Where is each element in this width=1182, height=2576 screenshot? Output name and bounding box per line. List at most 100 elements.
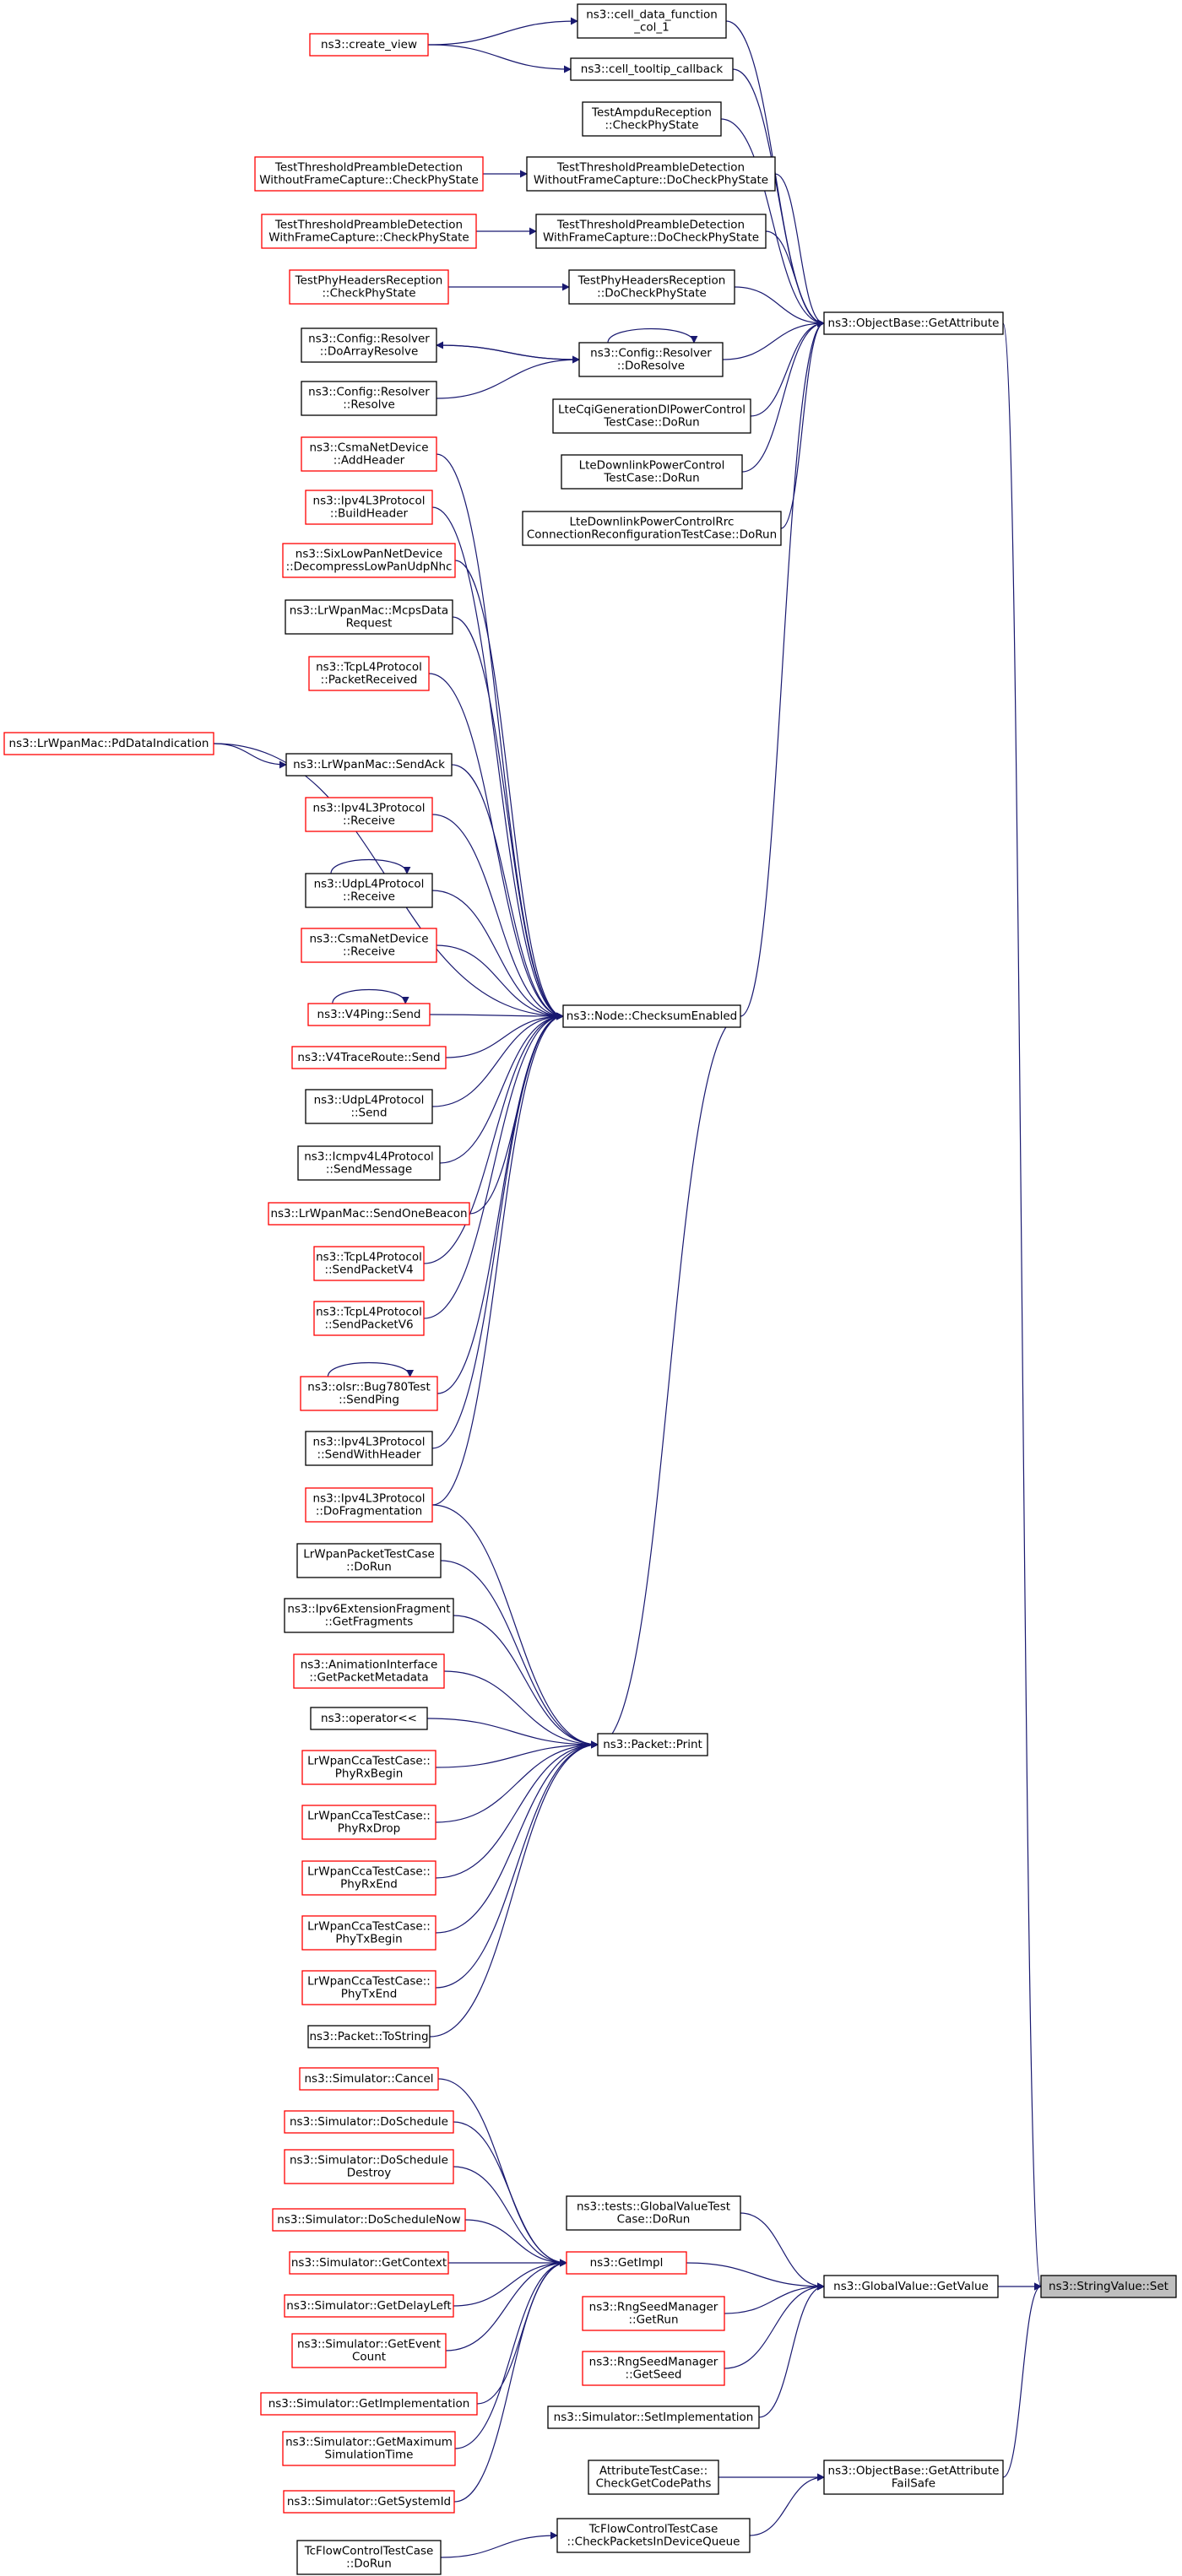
node-rngrun[interactable]: ns3::RngSeedManager::GetRun: [582, 2296, 725, 2331]
node-gvgetvalue[interactable]: ns3::GlobalValue::GetValue: [823, 2275, 999, 2298]
node-anim[interactable]: ns3::AnimationInterface::GetPacketMetada…: [293, 1653, 445, 1689]
edge-simsysid-to-getimpl: [453, 2259, 567, 2503]
node-tpdwo[interactable]: TestThresholdPreambleDetectionWithoutFra…: [254, 156, 484, 192]
edge-simmax-to-getimpl: [454, 2259, 567, 2449]
node-lrwpkt[interactable]: LrWpanPacketTestCase::DoRun: [296, 1543, 442, 1578]
node-createview[interactable]: ns3::create_view: [309, 33, 429, 57]
node-tpdw_do[interactable]: TestThresholdPreambleDetectionWithFrameC…: [535, 214, 767, 249]
edge-checksum-to-getattr: [740, 319, 825, 1017]
node-phyhdr[interactable]: TestPhyHeadersReception::CheckPhyState: [289, 269, 449, 305]
node-label-line: ns3::Ipv6ExtensionFragment: [287, 1603, 450, 1616]
node-tpdwo_do[interactable]: TestThresholdPreambleDetectionWithoutFra…: [526, 156, 776, 192]
node-csmarecv[interactable]: ns3::CsmaNetDevice::Receive: [301, 928, 437, 963]
edge-tcprecv-to-checksum: [428, 673, 564, 1020]
node-phyhdr_do[interactable]: TestPhyHeadersReception::DoCheckPhyState: [568, 269, 735, 305]
node-tpdw[interactable]: TestThresholdPreambleDetectionWithFrameC…: [261, 214, 477, 249]
node-print[interactable]: ns3::Packet::Print: [597, 1733, 708, 1756]
node-label-line: ns3::UdpL4Protocol: [314, 1094, 425, 1107]
edge-olsr-to-olsr: [327, 1361, 415, 1377]
node-olsr[interactable]: ns3::olsr::Bug780Test::SendPing: [300, 1376, 438, 1411]
edge-simdoschednow-to-getimpl: [464, 2219, 567, 2267]
node-resolve[interactable]: ns3::Config::Resolver::Resolve: [301, 381, 437, 416]
node-ipv4frag[interactable]: ns3::Ipv4L3Protocol::DoFragmentation: [305, 1487, 433, 1523]
node-box: [823, 2460, 1004, 2495]
node-tcpv4[interactable]: ns3::TcpL4Protocol::SendPacketV4: [313, 1246, 425, 1281]
node-doarrayresolve[interactable]: ns3::Config::Resolver::DoArrayResolve: [301, 327, 437, 363]
node-box: [570, 57, 734, 81]
node-getimpl[interactable]: ns3::GetImpl: [566, 2251, 687, 2275]
node-simsysid[interactable]: ns3::Simulator::GetSystemId: [283, 2490, 455, 2514]
node-label-line: ns3::ObjectBase::GetAttribute: [828, 317, 1000, 330]
node-pdind[interactable]: ns3::LrWpanMac::PdDataIndication: [3, 732, 214, 755]
node-attrtest[interactable]: AttributeTestCase::CheckGetCodePaths: [588, 2460, 719, 2495]
node-label-line: ns3::CsmaNetDevice: [309, 441, 428, 455]
node-cca_rxend[interactable]: LrWpanCcaTestCase::PhyRxEnd: [301, 1860, 436, 1896]
node-udprecv[interactable]: ns3::UdpL4Protocol::Receive: [305, 873, 433, 908]
node-ipv4sendhdr[interactable]: ns3::Ipv4L3Protocol::SendWithHeader: [305, 1431, 433, 1466]
node-sendack[interactable]: ns3::LrWpanMac::SendAck: [285, 753, 453, 777]
node-v4ping[interactable]: ns3::V4Ping::Send: [307, 1003, 431, 1026]
node-label-line: ::DoArrayResolve: [320, 345, 419, 359]
edge-gvtest-to-gvgetvalue: [740, 2212, 825, 2291]
node-doresolve[interactable]: ns3::Config::Resolver::DoResolve: [578, 342, 724, 377]
node-ampdu[interactable]: TestAmpduReception::CheckPhyState: [582, 101, 722, 137]
node-simdosched[interactable]: ns3::Simulator::DoSchedule: [284, 2110, 454, 2134]
edge-ipv4sendhdr-to-checksum: [431, 1012, 564, 1449]
node-sixlow[interactable]: ns3::SixLowPanNetDevice::DecompressLowPa…: [282, 543, 456, 578]
node-simcancel[interactable]: ns3::Simulator::Cancel: [299, 2067, 439, 2091]
node-ipv4build[interactable]: ns3::Ipv4L3Protocol::BuildHeader: [305, 490, 433, 525]
node-box: [597, 1733, 708, 1756]
node-beacon[interactable]: ns3::LrWpanMac::SendOneBeacon: [268, 1202, 470, 1226]
node-checksum[interactable]: ns3::Node::ChecksumEnabled: [562, 1004, 741, 1028]
node-box: [261, 214, 477, 249]
node-csmaadd[interactable]: ns3::CsmaNetDevice::AddHeader: [301, 436, 437, 472]
node-stringset[interactable]: ns3::StringValue::Set: [1040, 2275, 1177, 2298]
node-ltedlrrc[interactable]: LteDownlinkPowerControlRrcConnectionReco…: [522, 511, 782, 546]
node-box: [301, 381, 437, 416]
node-celldata[interactable]: ns3::cell_data_function_col_1: [577, 3, 727, 39]
node-simdelay[interactable]: ns3::Simulator::GetDelayLeft: [284, 2294, 454, 2318]
node-icmp[interactable]: ns3::Icmpv4L4Protocol::SendMessage: [297, 1145, 441, 1181]
edge-celltooltip-to-getattr: [732, 68, 825, 327]
node-label-line: ns3::TcpL4Protocol: [316, 661, 422, 674]
node-tcpv6[interactable]: ns3::TcpL4Protocol::SendPacketV6: [313, 1301, 425, 1336]
node-simdoschednow[interactable]: ns3::Simulator::DoScheduleNow: [272, 2208, 466, 2232]
node-label-line: ::GetRun: [628, 2314, 678, 2327]
edge-getattrfs-to-stringset: [1002, 2282, 1042, 2478]
node-ipv6frag[interactable]: ns3::Ipv6ExtensionFragment::GetFragments: [284, 1598, 454, 1633]
node-simsetimpl[interactable]: ns3::Simulator::SetImplementation: [547, 2406, 760, 2429]
node-simimpl[interactable]: ns3::Simulator::GetImplementation: [260, 2392, 478, 2416]
node-oplt[interactable]: ns3::operator<<: [310, 1707, 428, 1730]
node-cca_txend[interactable]: LrWpanCcaTestCase::PhyTxEnd: [301, 1970, 436, 2005]
node-v4trace[interactable]: ns3::V4TraceRoute::Send: [291, 1046, 447, 1069]
node-tcflow[interactable]: TcFlowControlTestCase::CheckPacketsInDev…: [556, 2518, 751, 2553]
node-label-line: ::CheckPhyState: [322, 287, 415, 300]
node-cca_txbegin[interactable]: LrWpanCcaTestCase::PhyTxBegin: [301, 1915, 436, 1951]
node-udpsend[interactable]: ns3::UdpL4Protocol::Send: [305, 1089, 433, 1124]
call-edges: [213, 17, 1042, 2558]
node-ipv4recv[interactable]: ns3::Ipv4L3Protocol::Receive: [305, 797, 433, 832]
node-label-line: ::GetSeed: [626, 2368, 682, 2382]
node-label-line: ns3::create_view: [321, 38, 417, 51]
node-getattr[interactable]: ns3::ObjectBase::GetAttribute: [823, 311, 1004, 335]
node-ltecqi[interactable]: LteCqiGenerationDlPowerControlTestCase::…: [552, 398, 751, 434]
node-tcprecv[interactable]: ns3::TcpL4Protocol::PacketReceived: [308, 656, 430, 691]
node-cca_rxdrop[interactable]: LrWpanCcaTestCase::PhyRxDrop: [301, 1805, 436, 1840]
node-rngseed[interactable]: ns3::RngSeedManager::GetSeed: [582, 2351, 725, 2386]
node-tostring[interactable]: ns3::Packet::ToString: [307, 2025, 431, 2048]
node-cca_rxbegin[interactable]: LrWpanCcaTestCase::PhyRxBegin: [301, 1750, 436, 1785]
edge-sixlow-to-checksum: [454, 560, 564, 1020]
node-simctx[interactable]: ns3::Simulator::GetContext: [289, 2251, 449, 2275]
node-label-line: LrWpanCcaTestCase::: [307, 1920, 431, 1934]
node-tcflowrun[interactable]: TcFlowControlTestCase::DoRun: [296, 2540, 442, 2575]
node-label-line: ns3::Config::Resolver: [590, 347, 712, 360]
node-celltooltip[interactable]: ns3::cell_tooltip_callback: [570, 57, 734, 81]
edge-ampdu-to-getattr: [720, 118, 825, 327]
